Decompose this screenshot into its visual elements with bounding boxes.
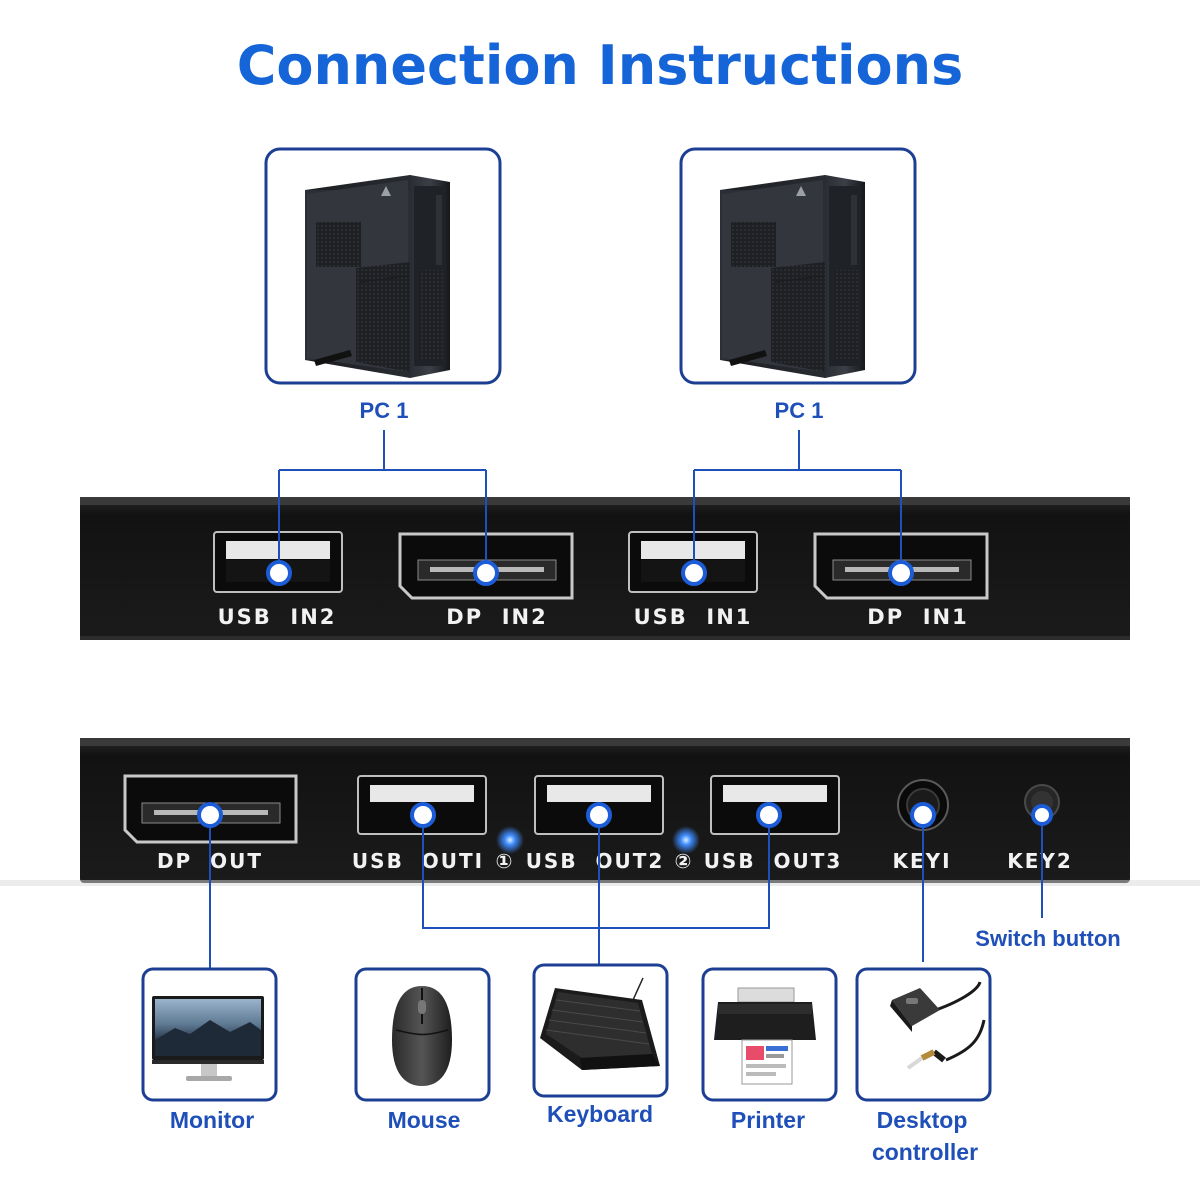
device-label-keyboard: Keyboard: [547, 1101, 653, 1127]
key2-label: KEY2: [1007, 849, 1073, 873]
device-card-monitor: [141, 967, 278, 1102]
device-card-mouse: [354, 967, 491, 1102]
dp-in1-label: DP IN1: [867, 605, 968, 629]
mouse-icon: [392, 986, 452, 1086]
indicator-1-label: ①: [496, 849, 515, 873]
monitor-icon: [152, 996, 264, 1081]
device-label-mouse: Mouse: [388, 1107, 461, 1133]
usb-out1-label: USB OUTI: [352, 849, 484, 873]
kvm-input-panel: USB IN2 DP IN2 USB IN1 DP IN1: [80, 497, 1130, 640]
pc-card-2: [264, 147, 502, 385]
dp-in2-label: DP IN2: [446, 605, 547, 629]
printer-icon: [714, 987, 816, 1085]
desktop-controller-icon: [890, 981, 986, 1070]
device-connection-lines: [209, 815, 1043, 968]
pc-label-left: PC 1: [360, 398, 409, 423]
usb-in2-label: USB IN2: [218, 605, 337, 629]
device-card-desktop-controller: [855, 967, 992, 1102]
pc-tower-icon: [720, 175, 865, 378]
device-label-printer: Printer: [731, 1107, 805, 1133]
indicator-2-label: ②: [675, 849, 694, 873]
output-connector-dots: [197, 802, 1053, 828]
input-connector-dots: [266, 560, 914, 586]
led-indicator-2: [672, 826, 700, 854]
usb-out3-label: USB OUT3: [704, 849, 843, 873]
device-card-keyboard: [532, 963, 669, 1098]
page-title: Connection Instructions: [237, 34, 964, 97]
device-card-printer: [701, 967, 838, 1102]
switch-button-label: Switch button: [975, 926, 1120, 951]
key1-label: KEYI: [892, 849, 951, 873]
usb-in1-label: USB IN1: [634, 605, 753, 629]
pc-card-1: [679, 147, 917, 385]
device-label-controller: controller: [872, 1139, 978, 1165]
keyboard-icon: [540, 977, 660, 1070]
usb-out2-label: USB OUT2: [526, 849, 665, 873]
device-label-monitor: Monitor: [170, 1107, 254, 1133]
led-indicator-1: [496, 826, 524, 854]
pc-connection-lines: [278, 430, 902, 573]
pc-label-right: PC 1: [775, 398, 824, 423]
device-label-desktop: Desktop: [877, 1107, 968, 1133]
pc-tower-icon: [305, 175, 450, 378]
